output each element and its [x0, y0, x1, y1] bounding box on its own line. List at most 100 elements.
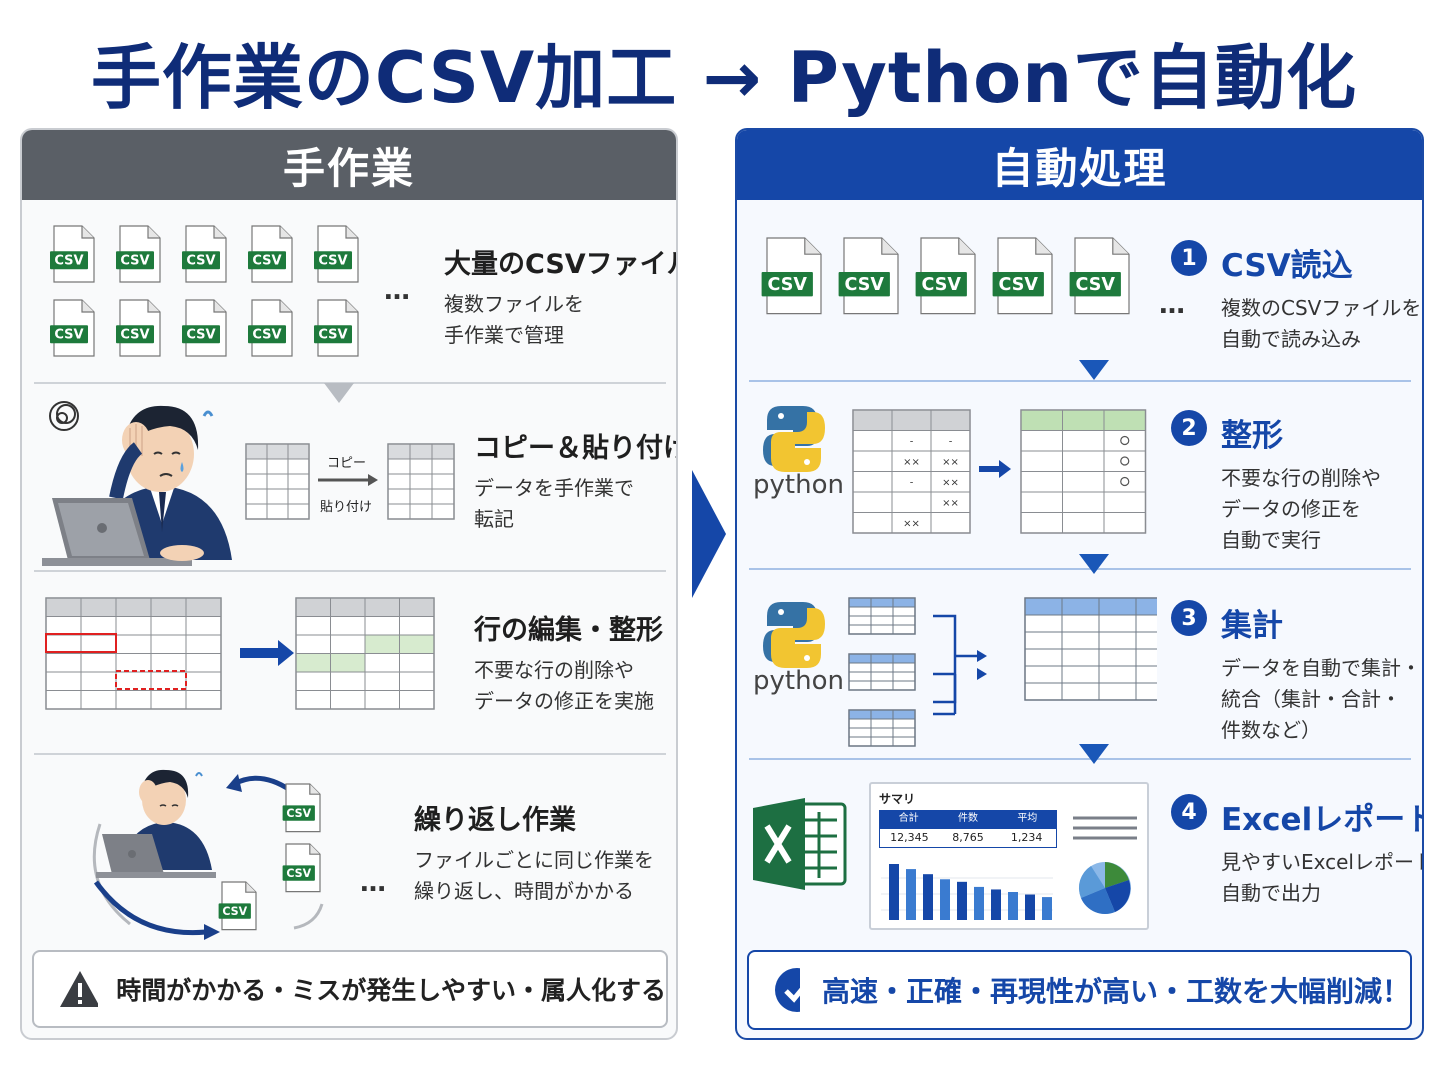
csv-file-icon: CSV	[50, 225, 95, 283]
section-heading: 大量のCSVファイル	[444, 249, 678, 280]
svg-text:CSV: CSV	[286, 807, 311, 820]
section-row-edit: 行の編集・整形 不要な行の削除やデータの修正を実施	[474, 608, 663, 717]
csv-file-icon: CSV	[314, 299, 359, 357]
table-grid-icon	[1024, 597, 1157, 701]
report-bar	[957, 881, 967, 920]
section-repeat: 繰り返し作業 ファイルごとに同じ作業を繰り返し、時間がかかる	[414, 798, 654, 907]
benefits-text: 高速・正確・再現性が高い・工数を大幅削減！	[821, 975, 1410, 1008]
step-desc: 複数のCSVファイルを自動で読み込み	[1221, 296, 1422, 351]
table-grid-icon	[848, 709, 916, 747]
svg-text:××: ××	[942, 457, 959, 468]
report-text-lines	[1073, 816, 1137, 840]
section-desc: ファイルごとに同じ作業を繰り返し、時間がかかる	[414, 848, 654, 903]
csv-file-icon: CSV	[50, 299, 95, 357]
manual-panel: 手作業 CSV CSV CSV CSV CSV CSV CSV CSV CSV CSV … 大量の…	[20, 128, 678, 1040]
down-arrow-icon	[1079, 744, 1109, 764]
python-label: python	[753, 666, 844, 696]
report-value-cell: 12,345	[890, 831, 929, 844]
table-grid-icon	[1020, 409, 1147, 534]
row-edit-illustration	[45, 597, 435, 710]
transition-arrow-icon	[692, 470, 726, 598]
drawbacks-text: 時間がかかる・ミスが発生しやすい・属人化する	[116, 976, 666, 1005]
csv-file-icon: CSV	[1069, 237, 1130, 315]
svg-text:CSV: CSV	[318, 254, 347, 269]
section-bulk-csv: 大量のCSVファイル 複数ファイルを手作業で管理	[444, 242, 678, 351]
svg-text:CSV: CSV	[922, 275, 962, 295]
excel-report-preview: サマリ 合計 件数 平均 12,345 8,765 1,234	[869, 782, 1149, 930]
svg-text:CSV: CSV	[318, 328, 347, 343]
step-heading: 整形	[1221, 418, 1283, 454]
manual-panel-header: 手作業	[22, 130, 676, 200]
down-arrow-icon	[1079, 360, 1109, 380]
divider	[34, 753, 666, 755]
step-number-1: 1	[1171, 240, 1207, 276]
stressed-worker-illustration	[42, 401, 232, 566]
cleaning-illustration: --××××-××××××	[852, 409, 1147, 534]
svg-text:CSV: CSV	[222, 905, 247, 918]
step-cleaning: 整形 不要な行の削除やデータの修正を自動で実行	[1221, 410, 1381, 556]
report-value-cell: 8,765	[952, 831, 984, 844]
csv-file-icon: CSV	[992, 237, 1053, 315]
divider	[749, 758, 1411, 760]
section-desc: 複数ファイルを手作業で管理	[444, 292, 584, 347]
repeat-work-illustration: CSV CSV CSV	[92, 769, 324, 940]
report-header-cell: 平均	[1017, 813, 1038, 824]
automation-benefits-banner: 高速・正確・再現性が高い・工数を大幅削減！	[747, 950, 1412, 1030]
step-heading: Excelレポート	[1221, 802, 1424, 838]
svg-text:CSV: CSV	[286, 867, 311, 880]
paste-label: 貼り付け	[320, 500, 373, 515]
section-desc: 不要な行の削除やデータの修正を実施	[474, 658, 654, 713]
step-aggregation: 集計 データを自動で集計・統合（集計・合計・件数など）	[1221, 600, 1421, 746]
report-bar	[1008, 892, 1018, 920]
svg-text:CSV: CSV	[252, 328, 281, 343]
divider	[34, 570, 666, 572]
csv-file-icon: CSV	[915, 237, 976, 315]
ellipsis: …	[384, 276, 413, 306]
csv-file-icon: CSV	[182, 299, 227, 357]
step-number-4: 4	[1171, 794, 1207, 830]
svg-text:CSV: CSV	[845, 275, 885, 295]
csv-file-icon: CSV	[838, 237, 899, 315]
table-grid-icon: --××××-××××××	[852, 409, 971, 534]
section-heading: 行の編集・整形	[474, 615, 663, 646]
svg-text:-: -	[949, 437, 953, 448]
report-bar	[1025, 894, 1035, 920]
step-desc: データを自動で集計・統合（集計・合計・件数など）	[1221, 656, 1421, 742]
table-grid-icon	[848, 597, 916, 635]
ellipsis: …	[1159, 290, 1188, 320]
check-circle-icon	[775, 968, 800, 1012]
report-value-cell: 1,234	[1010, 831, 1043, 844]
step-heading: 集計	[1221, 608, 1283, 644]
svg-text:-: -	[910, 437, 914, 448]
csv-file-icon: CSV	[218, 881, 257, 931]
section-heading: 繰り返し作業	[414, 805, 576, 836]
python-label: python	[753, 470, 844, 500]
svg-text:CSV: CSV	[120, 254, 149, 269]
warning-icon	[60, 971, 99, 1007]
svg-text:CSV: CSV	[999, 275, 1039, 295]
step-heading: CSV読込	[1221, 248, 1353, 284]
csv-file-icon: CSV	[282, 843, 321, 893]
report-table-header: 合計 件数 平均	[879, 810, 1057, 828]
report-bar	[1042, 897, 1052, 920]
automation-panel-header: 自動処理	[737, 130, 1422, 200]
csv-file-icon: CSV	[116, 299, 161, 357]
down-arrow-icon	[324, 383, 354, 403]
step-excel-report: Excelレポート 見やすいExcelレポートを自動で出力	[1221, 794, 1424, 909]
step-number-3: 3	[1171, 600, 1207, 636]
page-title: 手作業のCSV加工 → Pythonで自動化	[90, 37, 1358, 119]
step-number-2: 2	[1171, 410, 1207, 446]
report-bar	[889, 864, 899, 920]
report-bar	[974, 886, 984, 920]
svg-text:CSV: CSV	[54, 254, 83, 269]
divider	[749, 380, 1411, 382]
ellipsis: …	[360, 868, 389, 898]
report-pie-chart	[1078, 862, 1131, 914]
section-desc: データを手作業で転記	[474, 476, 634, 531]
svg-text:CSV: CSV	[252, 254, 281, 269]
step-desc: 見やすいExcelレポートを自動で出力	[1221, 850, 1422, 905]
python-logo-icon	[763, 406, 825, 472]
